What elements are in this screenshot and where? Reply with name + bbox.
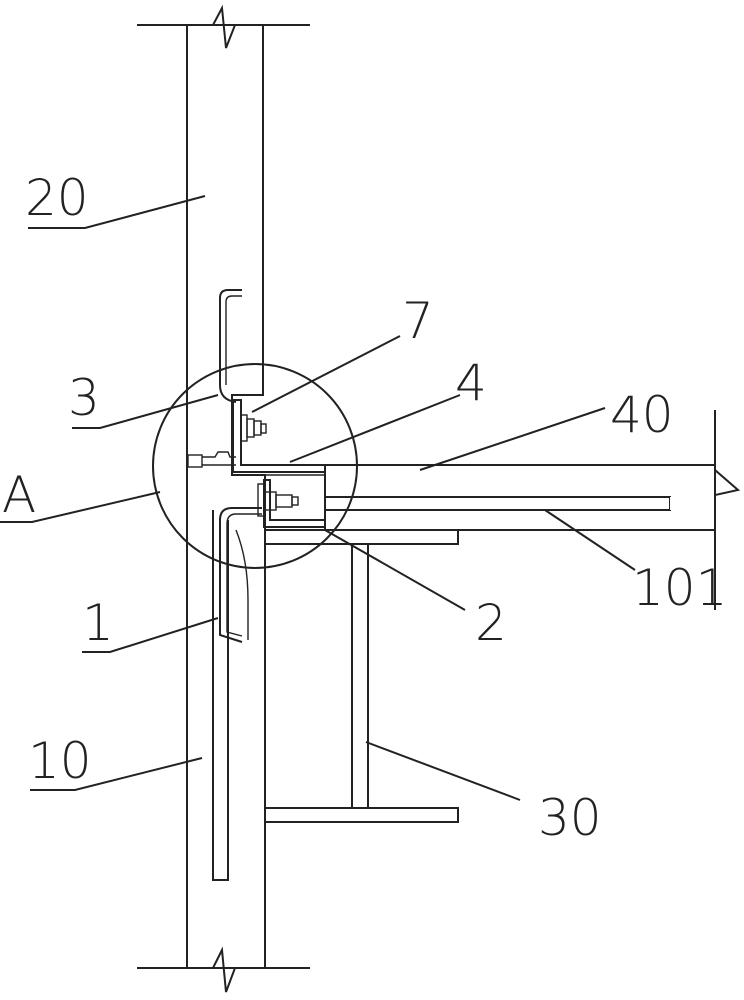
bolt-7 xyxy=(241,415,266,441)
label-a: A xyxy=(2,466,36,524)
label-101: 101 xyxy=(632,559,727,617)
callout-labels: 20 3 A 1 10 7 4 40 101 2 30 xyxy=(2,169,727,847)
steel-beam xyxy=(265,530,458,822)
label-40: 40 xyxy=(610,386,674,444)
anchor-plug xyxy=(188,452,236,467)
label-4: 4 xyxy=(455,354,487,412)
label-10: 10 xyxy=(28,732,92,790)
label-1: 1 xyxy=(82,594,114,652)
label-20: 20 xyxy=(25,169,89,227)
label-2: 2 xyxy=(475,594,507,652)
label-7: 7 xyxy=(402,292,434,350)
anchor-bars xyxy=(213,290,262,880)
label-30: 30 xyxy=(538,789,602,847)
label-3: 3 xyxy=(68,369,100,427)
angle-steel-2 xyxy=(264,475,325,527)
concrete-wall xyxy=(137,8,310,992)
bolt-2 xyxy=(258,484,298,516)
